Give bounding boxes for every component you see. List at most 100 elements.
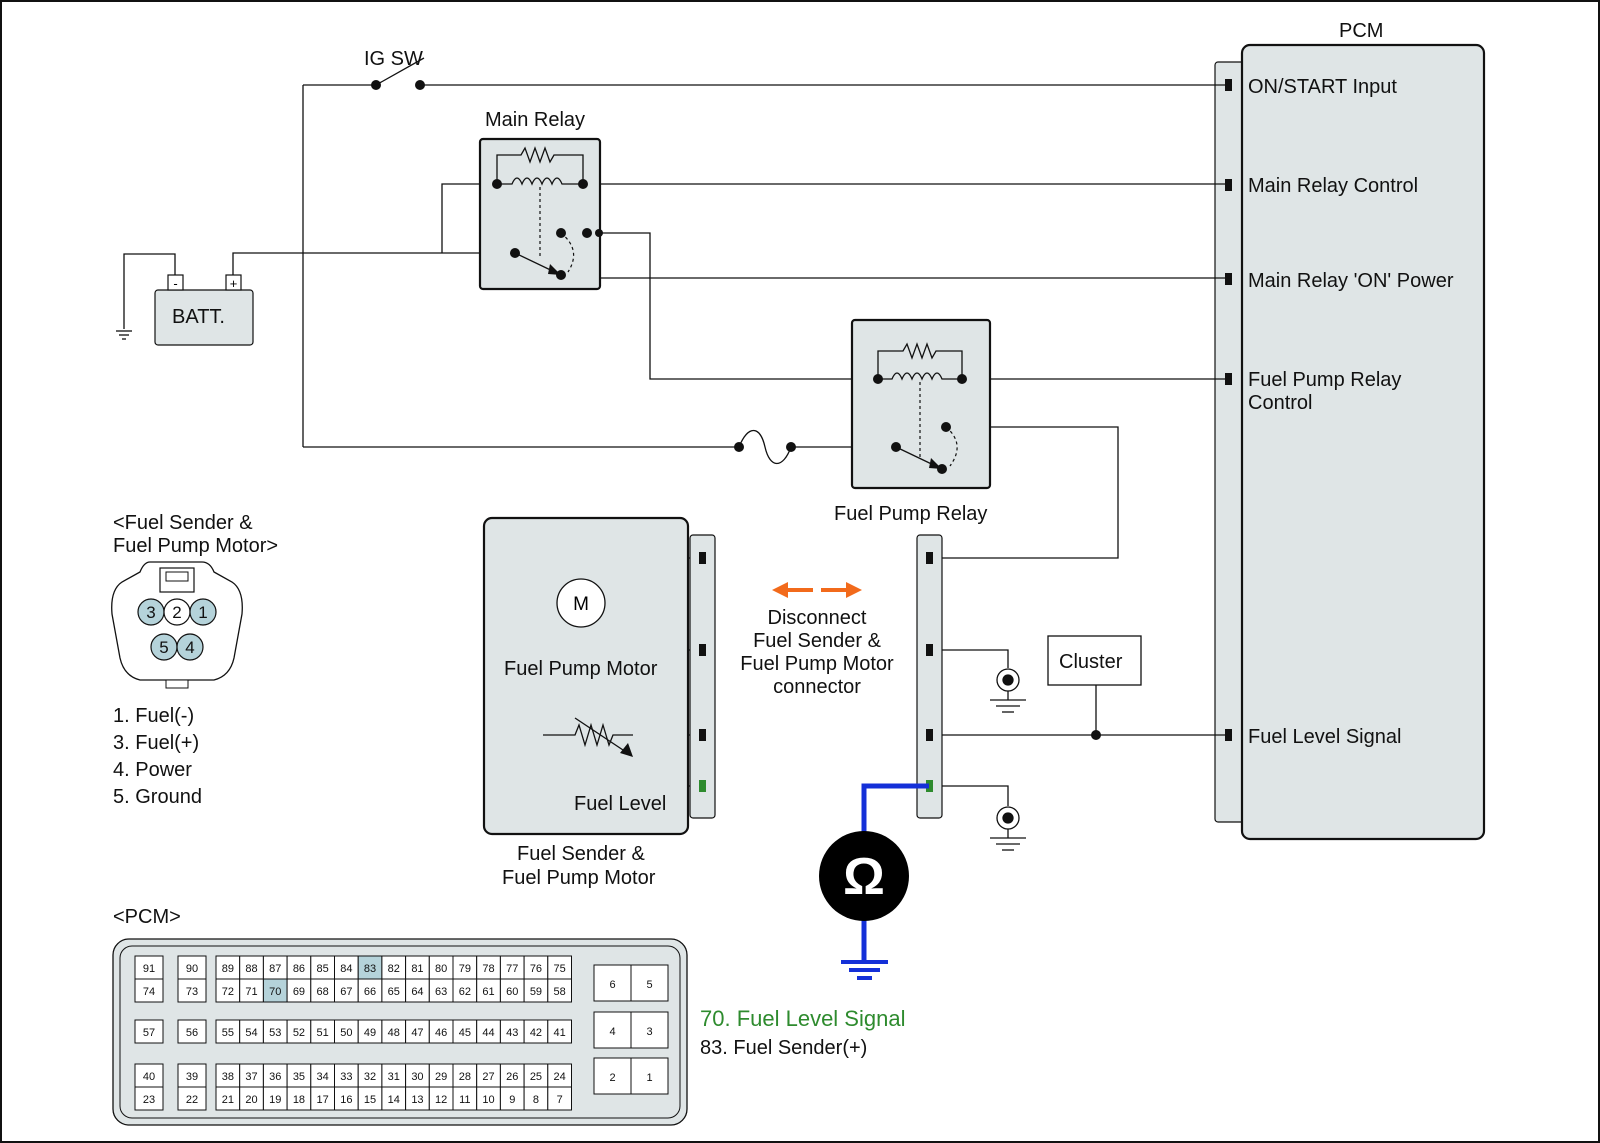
pcm-pin-label: 55 (222, 1027, 234, 1039)
pcm-module: PCM ON/START Input Main Relay Control Ma… (1214, 20, 1486, 841)
pcm-pin-label: 79 (459, 963, 471, 975)
chassis-ground-icon (990, 668, 1026, 713)
disconnect-arrows-icon (772, 582, 862, 598)
fuel-pump-relay-box (850, 318, 992, 490)
pcm-pin-41 (547, 1019, 572, 1044)
pcm-pin-label: 78 (482, 963, 494, 975)
pcm-pin-label: 57 (143, 1027, 155, 1039)
pcm-pin-23 (134, 1086, 164, 1111)
battery-pos-sign: + (230, 276, 238, 291)
pcm-pin-label: 35 (293, 1071, 305, 1083)
pcm-pin-label: 68 (317, 986, 329, 998)
pcm-pin-label: 46 (435, 1027, 447, 1039)
pcm-pin-label: 91 (143, 963, 155, 975)
harness-connector-strip (916, 534, 943, 819)
connector-legend-4: 5. Ground (113, 786, 202, 808)
pcm-pin-label: 12 (435, 1094, 447, 1106)
pcm-pin-4 (593, 1011, 632, 1049)
cluster-label: Cluster (1059, 651, 1123, 673)
connector-view-title-1: <Fuel Sender & (113, 512, 253, 534)
pcm-pin-label: 53 (269, 1027, 281, 1039)
ohmmeter-icon (819, 831, 909, 921)
pcm-pin-label: 34 (317, 1071, 329, 1083)
disconnect-line-4: connector (773, 676, 861, 698)
pcm-pin-label: 41 (554, 1027, 566, 1039)
pcm-pin-label: 54 (245, 1027, 257, 1039)
fuel-pump-relay: Fuel Pump Relay (834, 318, 992, 525)
fuel-level-label: Fuel Level (574, 793, 666, 815)
pcm-pin-label: 11 (459, 1094, 470, 1106)
connector-view-title-2: Fuel Pump Motor> (113, 535, 278, 557)
harness-connector (916, 534, 943, 819)
pcm-pin-label: 33 (340, 1071, 352, 1083)
pcm-pin-label: 51 (317, 1027, 329, 1039)
pcm-pin-label: 73 (186, 986, 198, 998)
pcm-pin-label: 7 (557, 1094, 563, 1106)
pcm-pin-label: 83 (364, 963, 376, 975)
motor-icon (556, 578, 606, 628)
pcm-pin-label: 71 (245, 986, 257, 998)
pcm-pin-label: 63 (435, 986, 447, 998)
pcm-pin-label: 18 (293, 1094, 305, 1106)
pcm-pin-label: 76 (530, 963, 542, 975)
pcm-pin-label: 6 (609, 979, 615, 991)
pcm-pin-label: 2 (609, 1072, 615, 1084)
pcm-pin-label: 89 (222, 963, 234, 975)
pcm-pin-main-relay-power (1225, 273, 1232, 285)
harness-signal-pin (926, 780, 933, 792)
pcm-pin-main-relay-control (1225, 179, 1232, 191)
pcm-pin-label: 69 (293, 986, 305, 998)
motor-symbol: M (573, 594, 589, 615)
pcm-box (1240, 43, 1486, 841)
disconnect-line-2: Fuel Sender & (753, 630, 882, 652)
connector-pin-label: 5 (159, 638, 168, 657)
pcm-pin-73 (177, 978, 207, 1003)
pcm-pin-on-start (1225, 79, 1232, 91)
pcm-pin-label: 19 (269, 1094, 281, 1106)
fuel-sender-module: M Fuel Pump Motor Fuel Level Fuel Sender… (482, 516, 716, 889)
pcm-pin-label: 74 (143, 986, 155, 998)
pcm-pin-label: 60 (506, 986, 518, 998)
pcm-pin-label: 39 (186, 1071, 198, 1083)
pcm-pin-label: 1 (646, 1072, 652, 1084)
pcm-input-on-start: ON/START Input (1248, 76, 1397, 98)
pcm-pin-label: 15 (364, 1094, 376, 1106)
pcm-pin-label: 30 (411, 1071, 423, 1083)
pcm-pin-label: 24 (554, 1071, 566, 1083)
pcm-pin-5 (630, 964, 669, 1002)
pcm-pin-label: 47 (411, 1027, 423, 1039)
pcm-pin-label: 42 (530, 1027, 542, 1039)
pcm-label: PCM (1339, 20, 1383, 42)
pcm-pin-label: 32 (364, 1071, 376, 1083)
pcm-pin-label: 80 (435, 963, 447, 975)
pcm-pin-label: 88 (245, 963, 257, 975)
pcm-pin-label: 82 (388, 963, 400, 975)
pcm-pin-label: 26 (506, 1071, 518, 1083)
pcm-pin-label: 66 (364, 986, 376, 998)
pcm-pin-label: 67 (340, 986, 352, 998)
pcm-pin-label: 9 (509, 1094, 515, 1106)
pcm-pin-label: 86 (293, 963, 305, 975)
sender-signal-pin (699, 780, 706, 792)
pcm-pin-label: 75 (554, 963, 566, 975)
pcm-pin-label: 31 (388, 1071, 400, 1083)
pcm-pin-label: 56 (186, 1027, 198, 1039)
pcm-input-main-relay-power: Main Relay 'ON' Power (1248, 270, 1454, 292)
pcm-pin-1 (630, 1057, 669, 1095)
pcm-pin-label: 62 (459, 986, 471, 998)
pcm-pin-label: 90 (186, 963, 198, 975)
pcm-pin-label: 43 (506, 1027, 518, 1039)
pcm-pin-label: 16 (340, 1094, 352, 1106)
connector-legend-2: 3. Fuel(+) (113, 732, 199, 754)
connector-legend-3: 4. Power (113, 759, 192, 781)
pcm-pin-label: 48 (388, 1027, 400, 1039)
sender-module-label-2: Fuel Pump Motor (502, 867, 656, 889)
connector-pin-label: 2 (172, 603, 181, 622)
pcm-pin-label: 61 (482, 986, 494, 998)
ignition-switch: IG SW (364, 48, 425, 90)
pcm-pin-label: 52 (293, 1027, 305, 1039)
pcm-pin-label: 58 (554, 986, 566, 998)
pcm-pin-label: 49 (364, 1027, 376, 1039)
